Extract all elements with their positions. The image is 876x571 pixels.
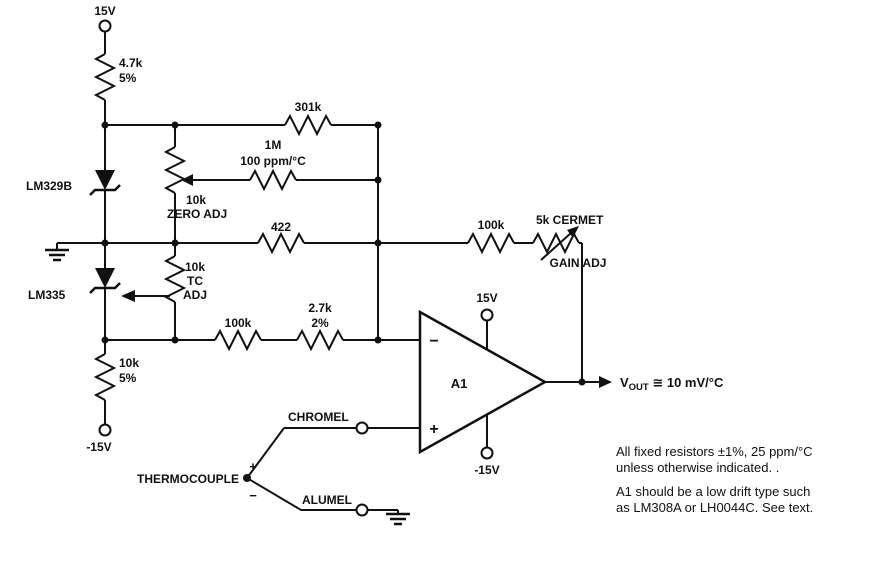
thermocouple-junction [243,474,251,482]
resistor-100k-input [214,328,262,352]
note-line-4: as LM308A or LH0044C. See text. [616,500,813,515]
zero-adj-pot [163,146,187,194]
gain-pot-value: 5k CERMET [536,213,604,227]
resistor-1m [249,168,297,192]
labels: 15V 4.7k 5% 301k LM329B 1M 100 ppm/°C 10… [26,4,813,515]
resistors [93,53,580,401]
alumel-terminal [355,503,369,517]
r2k7-value: 2.7k [308,301,332,315]
vcc-label: 15V [94,4,115,18]
note-line-2: unless otherwise indicated. . [616,460,779,475]
note-line-1: All fixed resistors ±1%, 25 ppm/°C [616,444,813,459]
lm335-sensor [89,268,170,302]
vcc-terminal [98,19,112,33]
r10k-bottom-value: 10k [119,356,139,370]
zero-adj-wiper-arrowhead [181,174,193,186]
note-line-3: A1 should be a low drift type such [616,484,810,499]
opamp-vcc-terminal [480,308,494,322]
resistor-4k7 [93,53,117,101]
gain-pot-name: GAIN ADJ [550,256,607,270]
output-arrowhead [599,376,612,388]
terminals [98,19,494,517]
opamp-label: A1 [451,376,468,391]
resistor-2k7 [296,328,344,352]
vout-label: VOUT ≅ 10 mV/°C [620,375,724,393]
lm329b-zener [89,170,121,196]
r100k-feedback-value: 100k [478,218,505,232]
vee-terminal [98,423,112,437]
lm335-triangle [95,268,115,288]
r1m-tempco: 100 ppm/°C [240,154,306,168]
wiper-arrows [181,174,579,261]
gain-adj-wiper-arrowhead [567,226,579,238]
opamp-vcc-label: 15V [476,291,497,305]
thermocouple-minus: − [249,488,257,503]
resistor-301k [284,113,332,137]
lm335-adj-arrowhead [121,290,135,302]
resistor-10k-bottom [93,353,117,401]
r10k-bottom-tolerance: 5% [119,371,137,385]
opamp-plus-sign: + [429,421,438,438]
lm329b-triangle [95,170,115,190]
lm329b-cathode-bar [89,184,121,196]
r2k7-tolerance: 2% [311,316,329,330]
chromel-label: CHROMEL [288,410,349,424]
lm335-cathode-bar [89,282,121,294]
lm335-label: LM335 [28,288,66,302]
thermocouple-plus: + [249,459,257,474]
opamp-a1: − + A1 [418,309,548,455]
alumel-label: ALUMEL [302,493,352,507]
wires [56,32,599,514]
lm329b-label: LM329B [26,179,72,193]
tc-pot-name1: TC [187,274,203,288]
zero-pot-value: 10k [186,193,206,207]
resistor-422 [257,231,305,255]
opamp-vee-label: -15V [474,463,499,477]
r4k7-tolerance: 5% [119,71,137,85]
r4k7-value: 4.7k [119,56,143,70]
ground-right [386,512,410,526]
chromel-terminal [355,421,369,435]
tc-pot-name2: ADJ [183,288,207,302]
thermocouple-label: THERMOCOUPLE [137,472,239,486]
opamp-triangle [418,309,548,455]
resistor-100k-feedback [467,231,515,255]
r100k-input-value: 100k [225,316,252,330]
r1m-value: 1M [265,138,282,152]
junction-dots [101,121,586,482]
tc-pot-value: 10k [185,260,205,274]
ground-left [45,248,69,262]
r301k-value: 301k [295,100,322,114]
r422-value: 422 [271,220,291,234]
zero-pot-name: ZERO ADJ [167,207,227,221]
opamp-minus-sign: − [429,333,438,350]
opamp-vee-terminal [480,446,494,460]
vee-label: -15V [86,440,111,454]
gain-adj-wiper-line [540,232,572,261]
